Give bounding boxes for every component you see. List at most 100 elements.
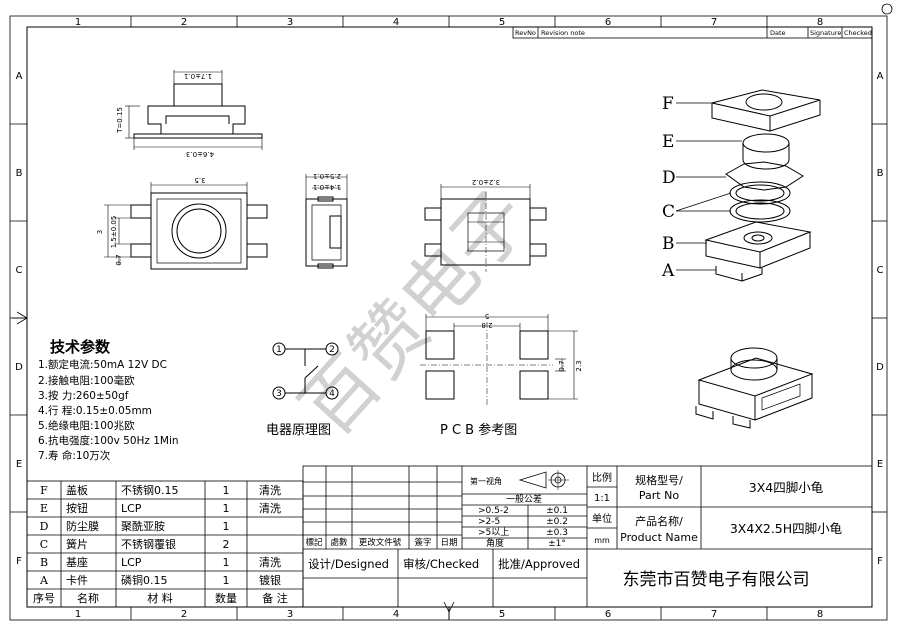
pin-number: 3 [276,389,282,399]
exploded-leaders [675,102,742,271]
dim-15: 1.5±0.05 [110,216,118,249]
pcb-caption: P C B 参考图 [440,422,517,438]
col-label: 1 [75,609,81,620]
bom-cell-name: 卡件 [66,574,88,587]
row-label: E [16,459,22,470]
bom-header: 材 料 [147,591,173,605]
product-label-cn: 产品名称/ [635,514,683,528]
row-label: E [877,459,883,470]
title-block-text: 第一视角 一般公差 >0.5-2 ±0.1 >2-5 ±0.2 >5以上 ±0.… [305,471,842,590]
row-label: C [877,265,884,276]
bom-cell-id: D [40,520,49,533]
exploded-labels: F E D C B A [661,94,676,281]
tolerance-value: ±0.3 [546,528,568,538]
spec-item: 7.寿 命:10万次 [38,449,111,462]
spec-item: 6.抗电强度:100v 50Hz 1Min [38,434,179,447]
bom-cell-note: 镀银 [259,573,281,587]
bom-cell-material: LCP [121,502,142,515]
bom-cell-name: 盖板 [66,483,88,497]
tolerance-range: >2-5 [478,517,500,527]
row-label: F [877,556,883,567]
bom-cell-qty: 2 [223,538,230,551]
exploded-view [704,89,821,282]
col-label: 5 [499,17,505,28]
row-label: D [15,362,23,373]
pcb-reference [420,314,578,405]
bom-cell-name: 防尘膜 [66,519,99,533]
rev-no-label: RevNo [515,29,536,37]
dim-side-14: 1.4±0.1 [313,183,341,191]
unit-value: mm [594,536,610,545]
bom-cell-id: F [40,484,48,497]
top-view [104,182,268,270]
col-label: 2 [181,17,187,28]
col-label: 4 [393,17,399,28]
col-label: 7 [711,17,717,28]
bom-cell-qty: 1 [223,520,230,533]
tolerance-range: 角度 [486,537,504,549]
schematic-caption: 电器原理图 [266,423,331,438]
dim-35: 3.5 [194,176,205,184]
scale-value: 1:1 [594,493,610,504]
bom-cell-material: 聚酰亚胺 [121,519,165,533]
row-label: F [16,556,22,567]
tolerance-title: 一般公差 [506,493,542,505]
checked-label: Checked [844,29,872,37]
col-label: 1 [75,17,81,28]
change-col-header: 日期 [440,538,457,548]
bom-cell-material: 不锈钢覆银 [121,537,176,551]
product-label-en: Product Name [620,531,698,544]
checked-label: 审核/Checked [403,557,479,571]
bom-header: 备 注 [262,591,288,605]
bom-rows: F 盖板 不锈钢0.15 1 清洗 E 按钮 LCP 1 清洗 D 防尘膜 聚酰… [33,483,288,605]
tolerance-value: ±0.1 [546,506,568,516]
projection-symbol [518,470,569,490]
dim-side-25: 2.5±0.1 [313,172,341,180]
tolerance-value: ±1° [548,539,566,549]
row-label: B [877,168,884,179]
product-value: 3X4X2.5H四脚小龟 [730,521,842,536]
row-labels: A B C D E F A B C D E F [15,71,884,567]
tolerance-range: >5以上 [478,527,509,538]
bom-cell-material: 磷铜0.15 [121,573,168,587]
dim-17: 1.7±0.1 [184,72,212,80]
part-label-c: C [662,202,675,222]
change-col-header: 處數 [330,537,348,548]
pin-number: 2 [329,345,335,355]
pin-number: 1 [276,345,282,355]
bom-cell-qty: 1 [223,502,230,515]
specs-title: 技术参数 [50,338,111,356]
model-label-cn: 规格型号/ [635,473,683,487]
change-col-header: 更改文件號 [359,537,402,548]
bom-table [26,480,304,608]
spec-item: 4.行 程:0.15±0.05mm [38,404,152,417]
dim-pcb-5: 5 [485,312,489,320]
side-view [305,174,348,269]
bom-cell-id: B [40,556,48,569]
dim-pcb-28: 2.8 [481,321,492,329]
col-label: 2 [181,609,187,620]
schematic-pins: 1 2 3 4 [276,345,335,399]
part-label-d: D [662,168,676,188]
bom-cell-id: A [39,574,49,587]
model-value: 3X4四脚小龟 [749,480,823,495]
schematic [272,342,339,400]
col-label: 5 [499,609,505,620]
row-label: D [876,362,884,373]
bom-header: 数量 [215,592,237,605]
bom-cell-qty: 1 [223,574,230,587]
approved-label: 批准/Approved [498,557,580,571]
col-label: 8 [817,17,823,28]
centering-marks [12,3,893,620]
spec-item: 5.绝缘电阻:100兆欧 [38,419,135,432]
bom-cell-name: 按钮 [66,501,88,515]
bom-cell-name: 基座 [66,555,88,569]
unit-label: 单位 [592,512,612,525]
watermark: 百赞电子 [284,175,546,453]
dim-height-t: T=0.15 [116,107,124,134]
change-col-header: 簽字 [414,537,431,548]
projection-label: 第一视角 [470,476,502,486]
bom-cell-name: 簧片 [66,537,88,551]
spec-item: 2.接触电阻:100毫欧 [38,374,135,387]
column-labels: 1 2 3 4 5 6 7 8 1 2 3 4 5 6 7 8 [75,17,823,620]
